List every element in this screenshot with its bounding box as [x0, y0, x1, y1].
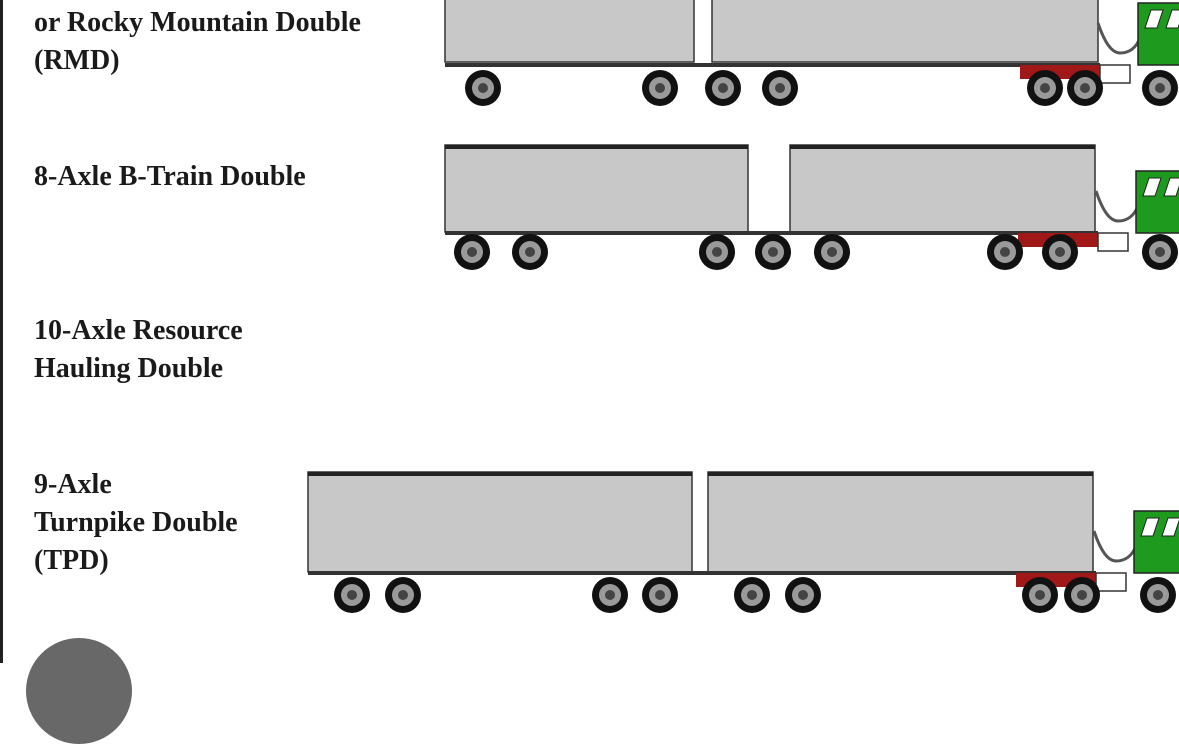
fuel-tank [1095, 572, 1127, 592]
cab-windows [1144, 9, 1179, 29]
wheel [1027, 70, 1063, 106]
wheel [1067, 70, 1103, 106]
hub [478, 83, 488, 93]
wheel [762, 70, 798, 106]
hub [1077, 590, 1087, 600]
wheel [987, 234, 1023, 270]
wheel [785, 577, 821, 613]
page-border [0, 0, 3, 663]
air-lines [1092, 530, 1138, 563]
fuel-tank [1099, 64, 1131, 84]
wheel [592, 577, 628, 613]
hub [1155, 83, 1165, 93]
hub [605, 590, 615, 600]
wheel [814, 234, 850, 270]
wheel [734, 577, 770, 613]
hub [655, 83, 665, 93]
wheel [1142, 234, 1178, 270]
hub [775, 83, 785, 93]
trailer-roof [708, 472, 1093, 476]
hub [1155, 247, 1165, 257]
gray-circle [26, 638, 132, 744]
cab-windows [1142, 177, 1179, 197]
wheel [755, 234, 791, 270]
wheel [642, 70, 678, 106]
hub [525, 247, 535, 257]
hub [398, 590, 408, 600]
truck-rocky-mountain-double [444, 0, 1179, 106]
hub [1040, 83, 1050, 93]
hub [1035, 590, 1045, 600]
hub [1153, 590, 1163, 600]
wheel [465, 70, 501, 106]
label-10-axle-resource-hauling-double: 10-Axle Resource Hauling Double [34, 315, 243, 384]
hub [655, 590, 665, 600]
trailer-deck [445, 231, 1098, 235]
trailer-box [711, 0, 1099, 63]
hub [1055, 247, 1065, 257]
wheel [705, 70, 741, 106]
fuel-tank [1097, 232, 1129, 252]
hub [747, 590, 757, 600]
trailer-deck [445, 63, 1100, 67]
hub [712, 247, 722, 257]
hub [768, 247, 778, 257]
trailer-roof [790, 145, 1095, 149]
wheel [385, 577, 421, 613]
truck-9-axle-turnpike-double [307, 471, 1179, 613]
cab-windows [1140, 517, 1179, 537]
hub [1080, 83, 1090, 93]
wheel [454, 234, 490, 270]
wheel [334, 577, 370, 613]
trailer-box [307, 471, 693, 573]
wheel [1140, 577, 1176, 613]
truck-diagrams [307, 0, 1179, 613]
label-9-axle-turnpike-double: 9-Axle Turnpike Double (TPD) [34, 469, 238, 576]
wheel [1142, 70, 1178, 106]
air-lines [1094, 190, 1140, 223]
wheel [642, 577, 678, 613]
trailer-box [707, 471, 1094, 573]
air-lines [1096, 22, 1142, 55]
hub [347, 590, 357, 600]
label-8-axle-b-train-double: 8-Axle B-Train Double [34, 161, 306, 192]
hub [1000, 247, 1010, 257]
wheel [1064, 577, 1100, 613]
trailer-roof [445, 145, 748, 149]
trailer-deck [308, 571, 1096, 575]
label-rocky-mountain-double: or Rocky Mountain Double (RMD) [34, 7, 361, 76]
truck-8-axle-b-train-double [444, 144, 1179, 270]
wheel [1022, 577, 1058, 613]
wheel [699, 234, 735, 270]
trailer-box [444, 0, 695, 63]
wheel [1042, 234, 1078, 270]
trailer-box [789, 144, 1096, 233]
trailer-roof [308, 472, 692, 476]
hub [827, 247, 837, 257]
hub [718, 83, 728, 93]
wheel [512, 234, 548, 270]
trailer-box [444, 144, 749, 233]
hub [467, 247, 477, 257]
hub [798, 590, 808, 600]
